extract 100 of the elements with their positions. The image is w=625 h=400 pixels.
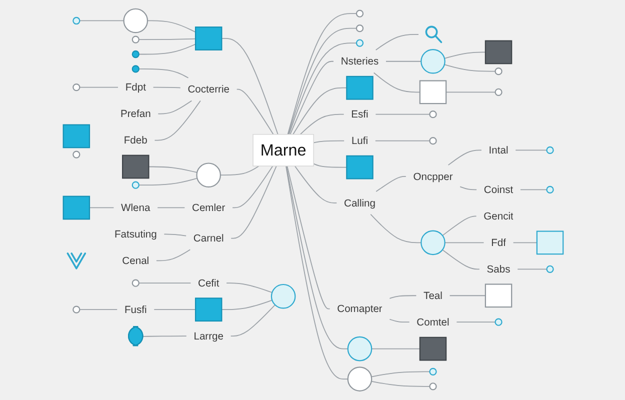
connector	[449, 295, 486, 296]
node-box	[122, 154, 150, 179]
connector	[221, 38, 278, 135]
connector	[375, 114, 430, 115]
connector	[376, 176, 406, 192]
connector	[220, 166, 260, 176]
node-box	[484, 40, 512, 64]
node-circle	[429, 137, 437, 145]
connector	[389, 295, 417, 299]
connector	[290, 60, 334, 135]
connector	[286, 166, 330, 310]
node-text: Fusfi	[124, 303, 147, 316]
node-text: Cocterrie	[188, 83, 230, 95]
connector	[79, 20, 124, 22]
node-text: Larrge	[194, 330, 224, 342]
node-text: Cefit	[198, 276, 220, 289]
connector	[158, 100, 192, 114]
node-text: Comapter	[337, 302, 382, 314]
connector	[292, 87, 348, 135]
connector	[156, 249, 191, 262]
connector	[300, 114, 344, 135]
node-text: Fdf	[491, 236, 506, 248]
connector	[442, 249, 480, 270]
node-text: Fatsuting	[114, 228, 157, 240]
node-circle	[196, 162, 221, 188]
connector	[444, 64, 496, 72]
node-box	[62, 196, 90, 220]
node-box	[419, 80, 447, 104]
node-circle	[270, 284, 296, 309]
connector	[389, 318, 410, 323]
node-circle	[356, 10, 364, 18]
connector	[226, 282, 273, 293]
node-box	[346, 76, 374, 100]
connector	[142, 336, 187, 337]
connector	[221, 300, 273, 310]
connector	[448, 150, 482, 166]
connector	[154, 100, 201, 141]
node-text: Teal	[424, 289, 442, 302]
connector	[138, 38, 196, 40]
node-circle	[429, 382, 437, 390]
node-box	[536, 230, 564, 255]
node-circle	[356, 24, 364, 32]
node-circle	[494, 88, 502, 96]
connector	[147, 20, 196, 33]
connector	[138, 178, 198, 186]
node-box	[484, 284, 512, 308]
node-picture	[425, 26, 442, 44]
connector	[294, 166, 338, 204]
node-circle	[429, 368, 437, 376]
connector	[444, 52, 486, 59]
connector	[164, 234, 187, 236]
connector	[148, 166, 198, 173]
node-text: Nsteries	[340, 55, 379, 67]
connector	[370, 371, 430, 378]
connector	[517, 268, 548, 270]
node-text: Calling	[344, 196, 376, 208]
connector	[313, 163, 348, 168]
connector	[375, 34, 419, 50]
node-circle	[123, 8, 148, 34]
node-text: Fdpt	[125, 81, 146, 93]
node-circle	[494, 68, 502, 76]
connector	[520, 189, 548, 190]
node-box	[194, 26, 222, 50]
connector	[157, 207, 186, 208]
connector	[515, 150, 548, 151]
node-circle	[546, 265, 554, 273]
connector	[230, 304, 276, 337]
node-text: Intal	[488, 144, 508, 156]
connector	[79, 86, 118, 88]
connector	[444, 242, 484, 244]
node-box	[62, 124, 90, 148]
connector	[456, 322, 496, 323]
node-box	[194, 298, 222, 322]
connector	[374, 140, 430, 142]
node-text: Lufi	[351, 134, 368, 146]
node-circle	[132, 181, 140, 189]
node-text: Fdeb	[124, 134, 148, 146]
connector	[138, 68, 189, 78]
node-text: Cemler	[192, 201, 226, 214]
node-circle	[72, 150, 80, 158]
node-circle	[347, 366, 372, 392]
node-circle	[420, 48, 446, 74]
node-text: Oncpper	[413, 170, 453, 182]
node-picture	[66, 252, 86, 270]
node-text: Wlena	[121, 201, 150, 214]
node-circle	[546, 146, 554, 154]
node-circle	[429, 110, 437, 118]
node-box	[346, 155, 374, 180]
node-text: Carnel	[193, 232, 224, 244]
node-circle	[72, 83, 80, 92]
connector	[442, 216, 477, 236]
node-text: Sabs	[486, 262, 510, 275]
node-circle	[132, 279, 140, 287]
connector	[230, 166, 277, 239]
node-text: Prefan	[120, 108, 151, 120]
node-text: Coinst	[484, 183, 514, 196]
connector	[370, 214, 422, 244]
connector	[138, 282, 192, 284]
node-circle	[356, 39, 364, 47]
connector	[154, 309, 196, 310]
